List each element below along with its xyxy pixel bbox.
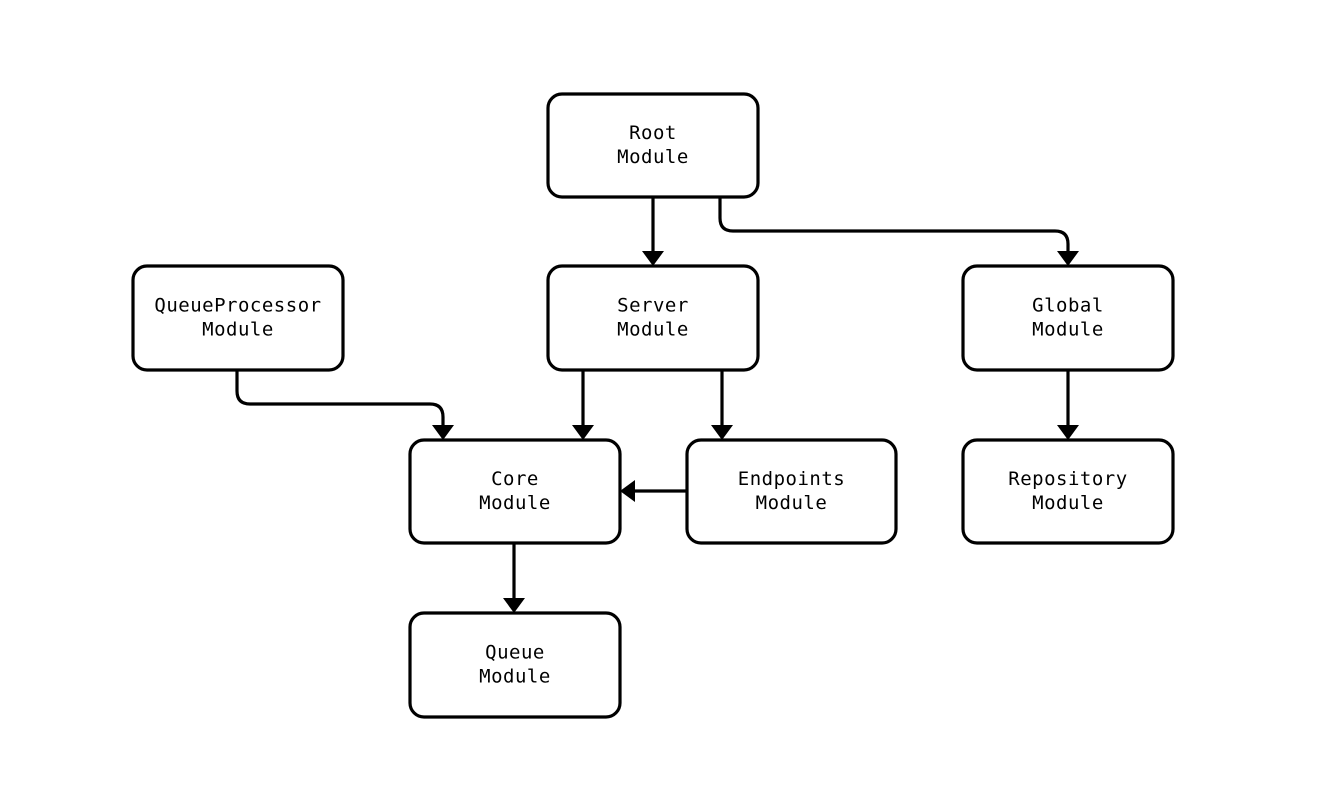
node-label-line2: Module bbox=[1032, 492, 1104, 514]
node-box[interactable] bbox=[131, 264, 345, 372]
node-label-line1: Core bbox=[491, 468, 539, 490]
edge-line bbox=[718, 197, 1070, 252]
node-box[interactable] bbox=[685, 438, 898, 545]
node-label-line1: Repository bbox=[1008, 468, 1127, 490]
arrowhead-down bbox=[642, 251, 664, 266]
node-label-line1: Root bbox=[629, 122, 677, 144]
node-label-line2: Module bbox=[479, 492, 551, 514]
node-label-line2: Module bbox=[756, 492, 828, 514]
node-label-line1: Server bbox=[617, 295, 689, 317]
node-box[interactable] bbox=[408, 438, 622, 545]
arrowhead-down bbox=[1057, 251, 1079, 266]
edge-root-to-global bbox=[718, 197, 1079, 266]
arrowhead-down bbox=[503, 598, 525, 613]
node-label-line1: Queue bbox=[485, 642, 545, 664]
arrowhead-down bbox=[432, 425, 454, 440]
node-label-line2: Module bbox=[617, 146, 689, 168]
edge-endpoints-to-core bbox=[620, 480, 687, 502]
node-box[interactable] bbox=[546, 264, 760, 372]
edge-root-to-server bbox=[642, 197, 664, 266]
edge-global-to-repository bbox=[1057, 370, 1079, 440]
node-layer: RootModuleQueueProcessorModuleServerModu… bbox=[131, 92, 1175, 719]
edge-line bbox=[235, 370, 445, 426]
edge-server-to-core bbox=[572, 370, 594, 440]
node-label-line1: Global bbox=[1032, 295, 1104, 317]
node-label-line1: QueueProcessor bbox=[154, 295, 321, 317]
node-label-line2: Module bbox=[617, 319, 689, 341]
node-box[interactable] bbox=[961, 438, 1175, 545]
node-box[interactable] bbox=[546, 92, 760, 199]
edge-server-to-endpoints bbox=[711, 370, 733, 440]
node-box[interactable] bbox=[408, 611, 622, 719]
node-label-line2: Module bbox=[202, 319, 274, 341]
arrowhead-down bbox=[1057, 425, 1079, 440]
edge-queueprocessor-to-core bbox=[235, 370, 454, 440]
arrowhead-down bbox=[572, 425, 594, 440]
node-label-line2: Module bbox=[1032, 319, 1104, 341]
node-label-line2: Module bbox=[479, 666, 551, 688]
arrowhead-left bbox=[620, 480, 635, 502]
node-label-line1: Endpoints bbox=[738, 468, 845, 490]
node-box[interactable] bbox=[961, 264, 1175, 372]
edge-layer bbox=[235, 197, 1079, 613]
edge-core-to-queue bbox=[503, 543, 525, 613]
arrowhead-down bbox=[711, 425, 733, 440]
